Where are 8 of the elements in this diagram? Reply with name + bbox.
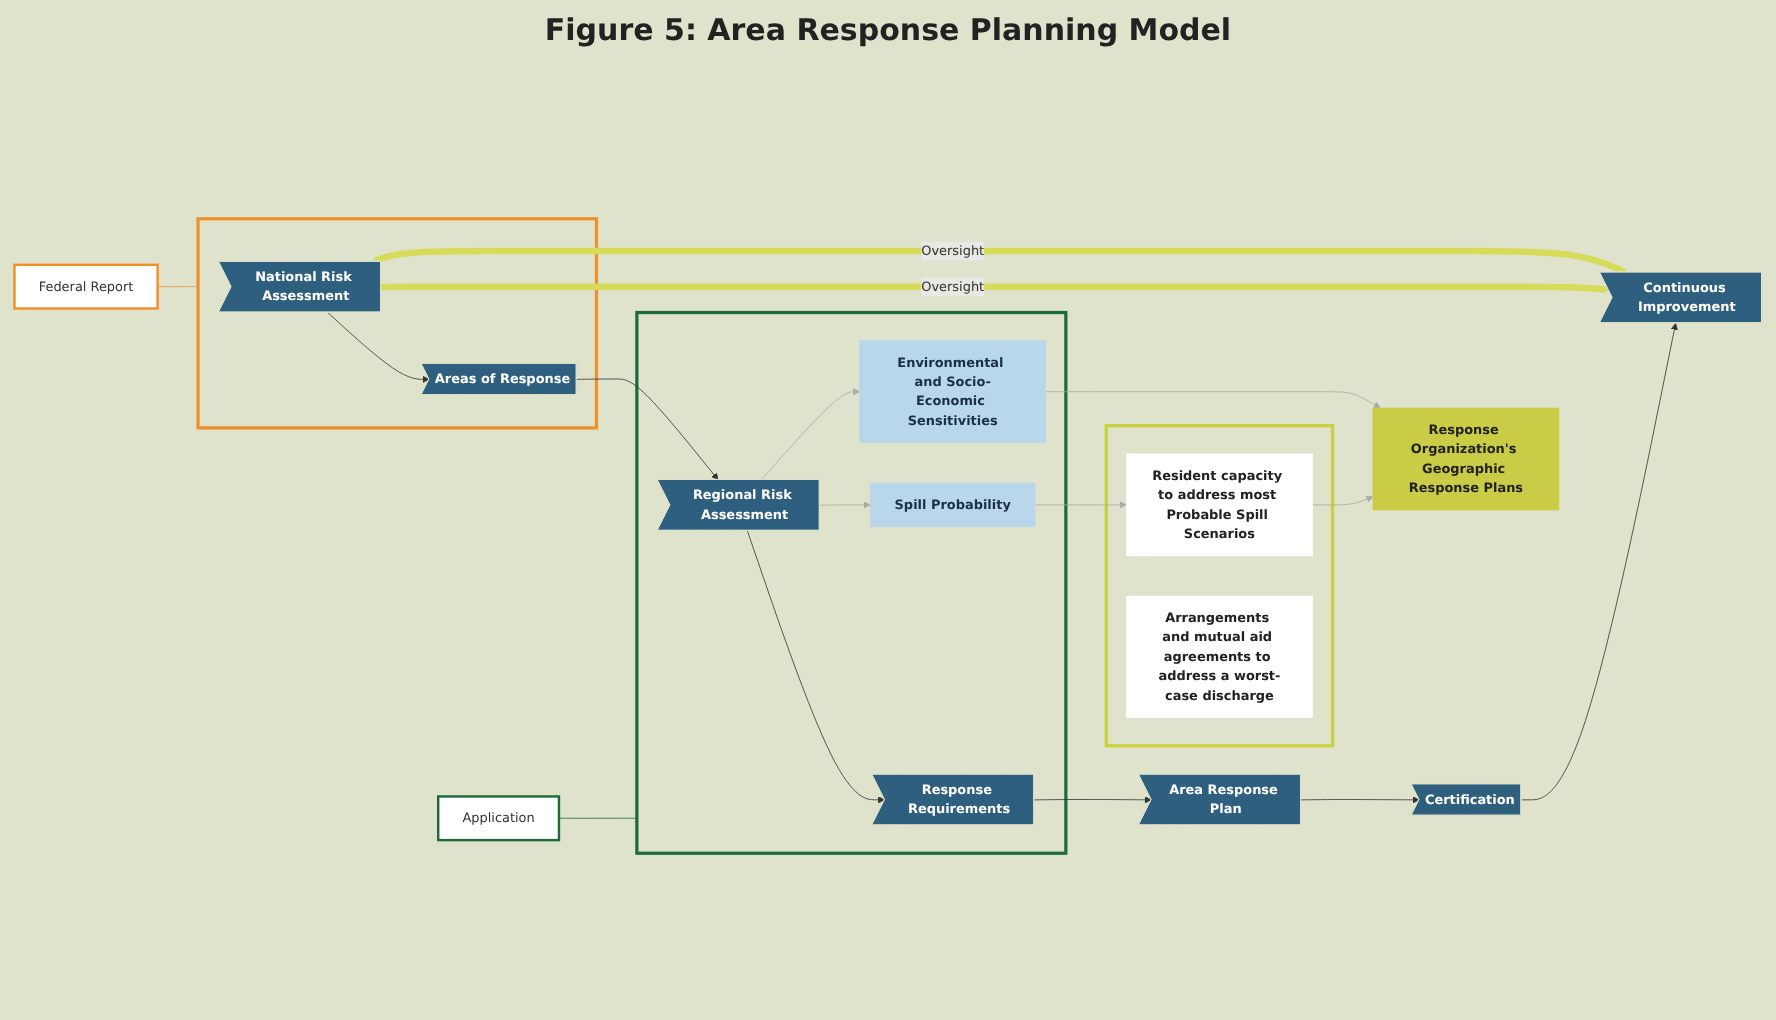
cluster — [635, 310, 1068, 855]
arrow — [372, 247, 1627, 276]
diagram-title: Figure 5: Area Response Planning Model — [544, 12, 1232, 48]
cluster — [196, 217, 599, 430]
connector — [558, 817, 638, 819]
cluster — [1104, 424, 1335, 748]
arrow — [380, 283, 1609, 293]
connector — [157, 286, 199, 288]
